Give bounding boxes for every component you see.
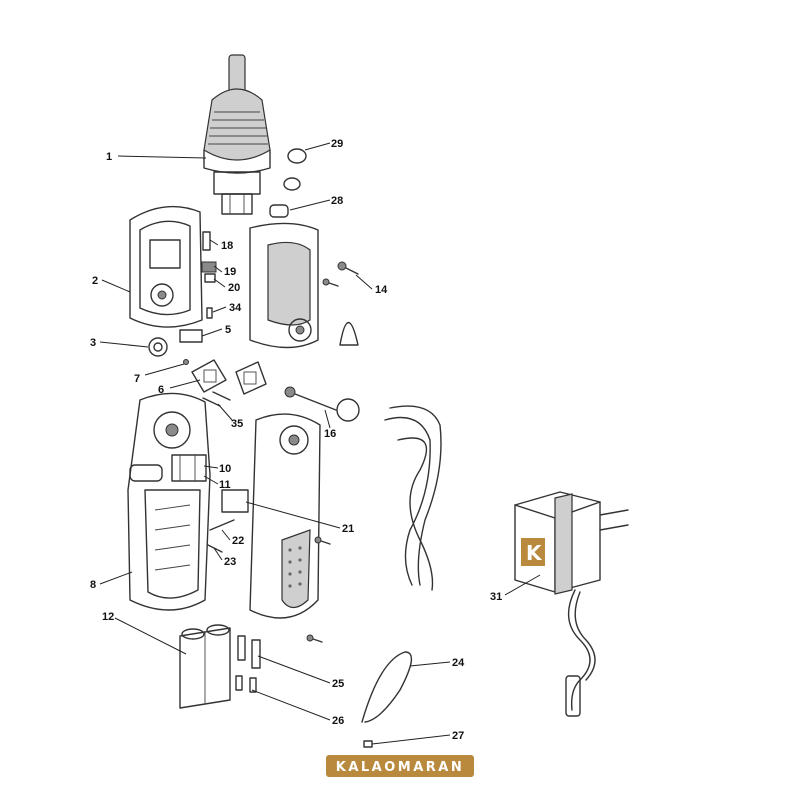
label-6: 6: [158, 384, 164, 396]
label-21: 21: [342, 523, 354, 535]
label-29: 29: [331, 138, 343, 150]
label-1: 1: [106, 151, 112, 163]
part-pins: [207, 519, 235, 553]
label-14: 14: [375, 284, 388, 296]
label-11: 11: [219, 479, 231, 491]
part-small-end: [363, 740, 373, 748]
leader-lines: [99, 142, 541, 745]
label-35: 35: [231, 418, 243, 430]
part-housing-left: [129, 205, 203, 328]
label-7: 7: [134, 373, 140, 385]
label-18: 18: [221, 240, 233, 252]
part-terminals: [235, 639, 261, 693]
label-23: 23: [224, 556, 236, 568]
label-19: 19: [224, 266, 236, 278]
logo-badge: [521, 538, 545, 566]
brand-banner: KALAOMARAN: [326, 755, 474, 777]
label-12: 12: [102, 611, 114, 623]
label-31: 31: [490, 591, 502, 603]
label-24: 24: [452, 657, 465, 669]
part-battery-pack: [179, 624, 246, 709]
label-22: 22: [232, 535, 244, 547]
label-25: 25: [332, 678, 344, 690]
part-rings: [283, 148, 307, 191]
part-long-screw: [284, 386, 360, 422]
part-bit-holder: [269, 204, 289, 218]
label-28: 28: [331, 195, 343, 207]
label-26: 26: [332, 715, 344, 727]
label-16: 16: [324, 428, 336, 440]
label-2: 2: [92, 275, 98, 287]
part-housing-right-upper: [249, 222, 319, 349]
label-5: 5: [225, 324, 231, 336]
part-screws: [322, 261, 359, 287]
label-10: 10: [219, 463, 231, 475]
label-3: 3: [90, 337, 96, 349]
part-clip: [339, 322, 359, 346]
part-small-screws: [183, 359, 231, 407]
part-bearing: [148, 337, 168, 357]
part-numbers: 1 29 28 2 18 19 20 14 34 5 3 7 6 35 16 1…: [90, 138, 502, 742]
part-switch-contacts: [201, 231, 217, 319]
label-27: 27: [452, 730, 464, 742]
label-34: 34: [229, 302, 242, 314]
brand-name: KALAOMARAN: [336, 760, 464, 775]
part-wire-clip: [361, 651, 413, 723]
part-handle-left: [127, 392, 211, 611]
part-handle-screws: [306, 536, 331, 643]
label-8: 8: [90, 579, 96, 591]
part-charger: [514, 491, 629, 717]
part-switch: [179, 329, 203, 343]
part-wire-loops: [384, 405, 442, 591]
part-chuck: [203, 54, 271, 215]
part-plates: [191, 359, 267, 395]
logo-letter: K: [526, 541, 543, 565]
label-20: 20: [228, 282, 240, 294]
part-switch-block: [171, 454, 207, 482]
part-handle-right: [249, 413, 321, 619]
part-motor-connector: [221, 489, 249, 513]
